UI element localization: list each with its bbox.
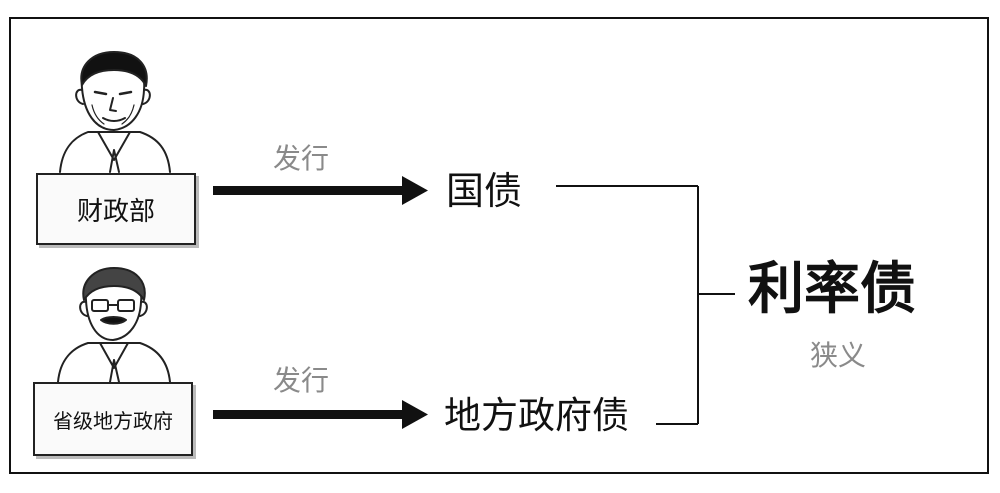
treasury-label: 财政部: [76, 196, 155, 227]
top-arrow-label: 发行: [273, 142, 330, 175]
provincial-official-illustration: [57, 267, 171, 383]
treasury-official-illustration: [59, 51, 171, 173]
provincial-label: 省级地方政府: [53, 408, 173, 433]
provincial-plaque: 省级地方政府: [33, 382, 193, 456]
bottom-arrow: [213, 400, 428, 429]
national-bond-label: 国债: [446, 169, 523, 213]
bracket-connector: [556, 185, 735, 425]
result-title: 利率债: [748, 257, 916, 322]
bottom-arrow-label: 发行: [273, 364, 330, 397]
local-bond-label: 地方政府债: [444, 394, 629, 437]
treasury-plaque: 财政部: [36, 173, 196, 245]
top-arrow: [213, 176, 428, 205]
result-subtitle: 狭义: [810, 339, 867, 372]
